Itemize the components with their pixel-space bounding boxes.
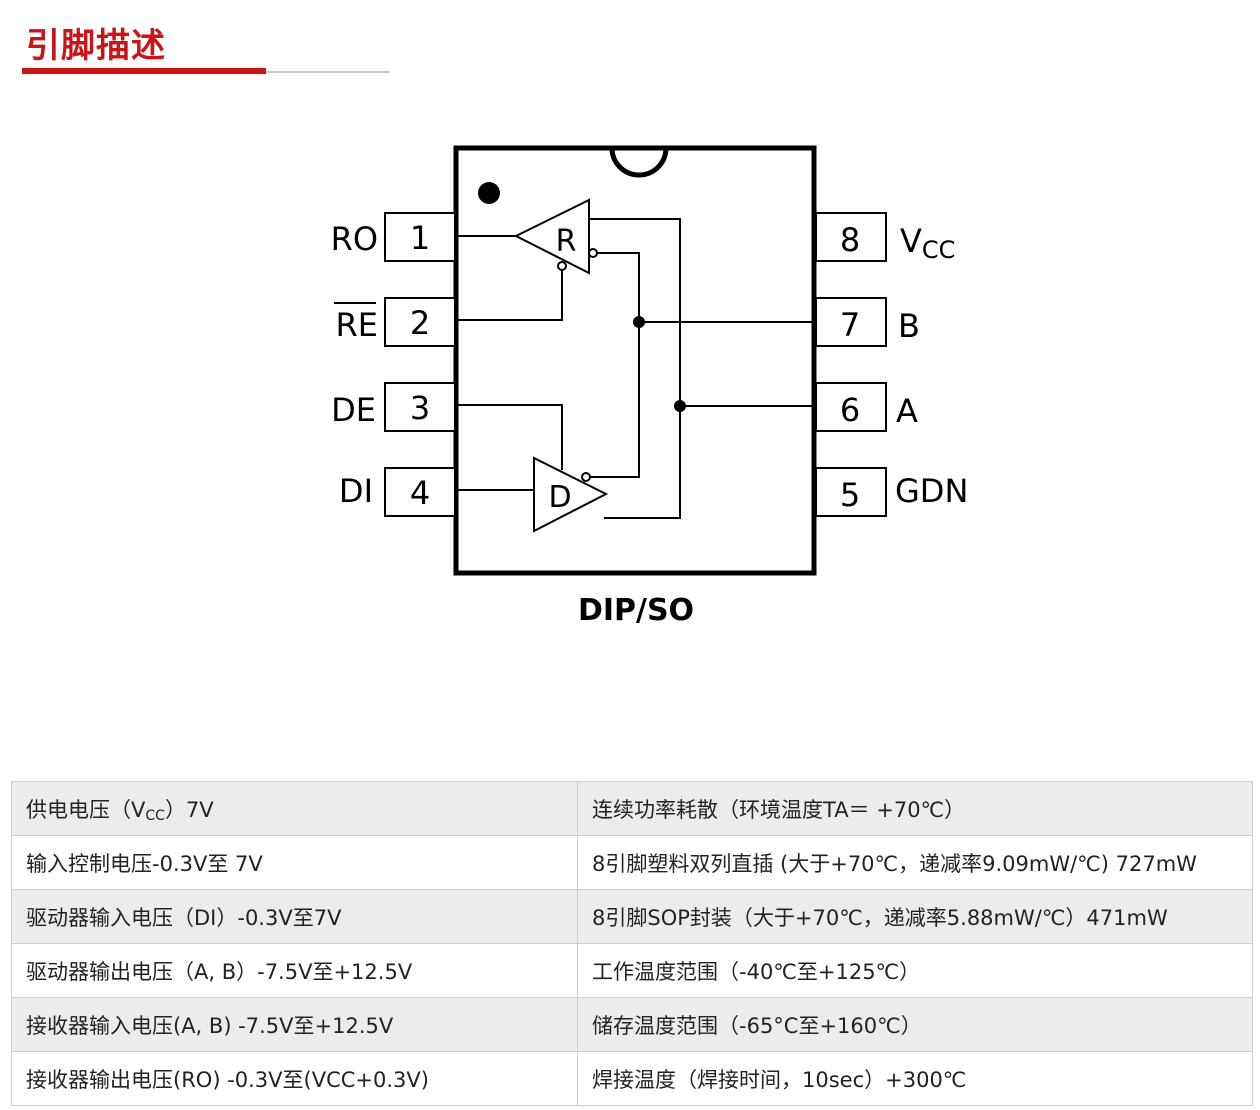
table-cell: 输入控制电压-0.3V至 7V xyxy=(11,835,578,890)
pin-label-di: DI xyxy=(339,472,373,510)
title-underline xyxy=(266,71,390,73)
table-row: 输入控制电压-0.3V至 7V 8引脚塑料双列直插 (大于+70℃，递减率9.0… xyxy=(11,835,1253,890)
pin1-dot xyxy=(478,182,500,204)
package-label: DIP/SO xyxy=(578,593,694,628)
pin-number-6: 6 xyxy=(840,391,860,429)
table-cell: 接收器输出电压(RO) -0.3V至(VCC+0.3V) xyxy=(11,1051,578,1106)
pin-box-4 xyxy=(384,467,456,517)
table-cell: 储存温度范围（-65°C至+160℃） xyxy=(577,997,1253,1052)
pin-label-gdn: GDN xyxy=(895,472,968,510)
table-row: 接收器输入电压(A, B) -7.5V至+12.5V 储存温度范围（-65°C至… xyxy=(11,997,1253,1052)
pin1-notch xyxy=(609,147,669,178)
pin-number-5: 5 xyxy=(840,476,860,514)
pin-box-5 xyxy=(815,467,887,517)
table-cell: 焊接温度（焊接时间，10sec）+300℃ xyxy=(577,1051,1253,1106)
table-row: 驱动器输入电压（DI）-0.3V至7V 8引脚SOP封装（大于+70℃，递减率5… xyxy=(11,889,1253,944)
pin-box-7 xyxy=(815,297,887,347)
section-title: 引脚描述 xyxy=(26,26,166,66)
ic-package-body xyxy=(453,145,817,576)
pin-box-8 xyxy=(815,212,887,262)
pin-label-de: DE xyxy=(331,391,376,429)
pin-box-2 xyxy=(384,297,456,347)
table-cell: 供电电压（VCC）7V xyxy=(11,781,578,836)
driver-label: D xyxy=(548,480,571,515)
pinout-diagram: 1 2 3 4 8 7 6 5 RO RE DE DI VCC B A GDN … xyxy=(331,145,968,628)
table-cell: 8引脚塑料双列直插 (大于+70℃，递减率9.09mW/℃) 727mW xyxy=(577,835,1253,890)
driver-gate xyxy=(533,456,609,533)
pin-number-3: 3 xyxy=(410,389,430,427)
pin-box-6 xyxy=(815,382,887,432)
table-cell: 驱动器输出电压（A, B）-7.5V至+12.5V xyxy=(11,943,578,998)
pin-box-1 xyxy=(384,212,456,262)
receiver-label: R xyxy=(556,224,577,259)
pin-number-7: 7 xyxy=(840,306,860,344)
table-row: 驱动器输出电压（A, B）-7.5V至+12.5V 工作温度范围（-40℃至+1… xyxy=(11,943,1253,998)
title-underline-accent xyxy=(22,68,266,74)
table-cell: 连续功率耗散（环境温度TA＝ +70℃） xyxy=(577,781,1253,836)
internal-wiring xyxy=(456,218,814,519)
pin-number-8: 8 xyxy=(840,221,860,259)
junction-b xyxy=(633,316,645,328)
table-row: 供电电压（VCC）7V 连续功率耗散（环境温度TA＝ +70℃） xyxy=(11,781,1253,836)
pin-number-2: 2 xyxy=(410,304,430,342)
pin-number-4: 4 xyxy=(410,474,430,512)
table-cell: 驱动器输入电压（DI）-0.3V至7V xyxy=(11,889,578,944)
junction-a xyxy=(674,400,686,412)
table-cell: 8引脚SOP封装（大于+70℃，递减率5.88mW/℃）471mW xyxy=(577,889,1253,944)
receiver-gate xyxy=(513,198,598,275)
pin-label-re: RE xyxy=(336,306,378,344)
pin-label-b: B xyxy=(898,307,920,345)
pin-number-1: 1 xyxy=(410,219,430,257)
table-cell: 接收器输入电压(A, B) -7.5V至+12.5V xyxy=(11,997,578,1052)
table-cell: 工作温度范围（-40℃至+125℃） xyxy=(577,943,1253,998)
absolute-max-ratings-table: 供电电压（VCC）7V 连续功率耗散（环境温度TA＝ +70℃） 输入控制电压-… xyxy=(11,781,1253,1106)
pin-label-a: A xyxy=(896,392,918,430)
pin-box-3 xyxy=(384,382,456,432)
pin-label-ro: RO xyxy=(331,220,378,258)
table-row: 接收器输出电压(RO) -0.3V至(VCC+0.3V) 焊接温度（焊接时间，1… xyxy=(11,1051,1253,1106)
pin-label-vcc: VCC xyxy=(900,222,955,264)
